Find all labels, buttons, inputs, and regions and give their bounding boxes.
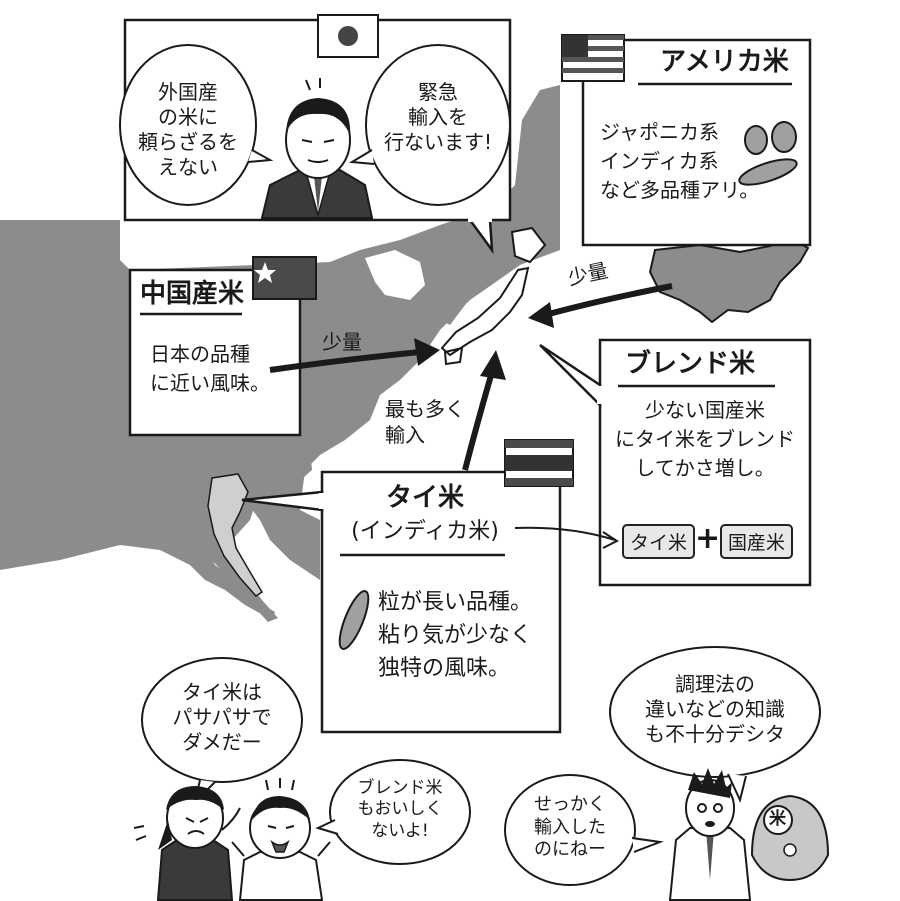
boy-speech: ブレンド米 もおいしく ないよ! [357,778,443,841]
japonica-grain-icon [744,125,768,155]
woman-figure [133,786,241,901]
china-box-body: 日本の品種 に近い風味。 [150,342,270,395]
bubble-right-tail [348,149,375,165]
usa-map [648,236,810,324]
woman-bubble [141,657,303,783]
thai-box-title: タイ米 [385,483,464,513]
usa-box-title: アメリカ米 [660,47,789,77]
mix-thai-rice-chip: タイ米 [622,524,696,559]
knowledge-speech: 調理法の 違いなどの知識 も不十分デシタ [645,672,785,746]
man-speech: せっかく 輸入した のにねー [534,794,606,860]
politician-left-speech: 外国産 の米に 頼らざるを えない [138,80,238,179]
taiwan-island-map [298,448,312,478]
white-sea-coast-map [365,250,425,300]
thai-blend-arrow-head [602,531,620,549]
japan-flag [317,14,379,58]
politician-figure [260,78,374,219]
thai-box-body: 粒が長い品種。 粘り気が少なく 独特の風味。 [378,590,533,681]
usa-box-body: ジャポニカ系 インディカ系 など多品種アリ。 [600,120,760,202]
thailand-flag [504,439,574,487]
thai-to-blend-arrow [514,526,616,541]
japonica-grain-icon-2 [771,121,797,153]
thai-grain-icon [338,590,370,650]
official-man-figure [668,768,752,901]
thailand-highlight-map [207,473,264,597]
china-flag [252,256,317,300]
usa-to-japan-arrow [544,283,673,318]
thai-arrow-label: 最も多く 輸入 [385,397,465,447]
blend-pointer-cover [597,386,603,404]
knowledge-bubble-tail [727,773,747,803]
boy-figure [231,778,331,901]
china-arrow-label: 少量 [322,330,362,354]
man-bubble-tail [631,837,664,853]
blend-box-title: ブレンド米 [625,349,756,379]
indica-grain-icon [738,158,798,186]
rice-mascot-figure [750,794,830,882]
blend-box-body: 少ない国産米 にタイ米をブレンド してかさ増し。 [615,398,795,480]
politician-right-speech: 緊急 輸入を 行ないます! [383,80,493,154]
boy-bubble [329,759,471,865]
politician-bubble-right [365,44,511,206]
thai-pointer-cover [319,493,325,509]
japan-panel-tail-cover [468,216,492,222]
thai-box-subtitle: (インディカ米) [351,519,499,544]
woman-speech: タイ米は パサパサで ダメだー [172,680,272,754]
mix-domestic-rice-chip: 国産米 [720,524,794,559]
korea-peninsula-map [430,262,468,325]
bubble-left-tail [247,149,274,163]
china-arrow-head [414,338,440,366]
boy-bubble-tail [315,819,339,835]
thai-to-japan-arrow [462,371,495,471]
usa-flag [561,34,625,82]
politician-bubble-left [119,44,257,206]
china-box-title: 中国産米 [140,279,245,309]
china-to-japan-arrow [269,349,421,373]
japan-islands-map [440,226,547,366]
thai-arrow-head [480,350,506,380]
usa-arrow-head [528,302,554,328]
blend-box-pointer [539,343,602,409]
mix-plus-sign: + [695,521,721,556]
man-bubble [504,774,636,886]
knowledge-bubble [609,646,821,778]
mascot-badge-label: 米 [769,809,786,829]
